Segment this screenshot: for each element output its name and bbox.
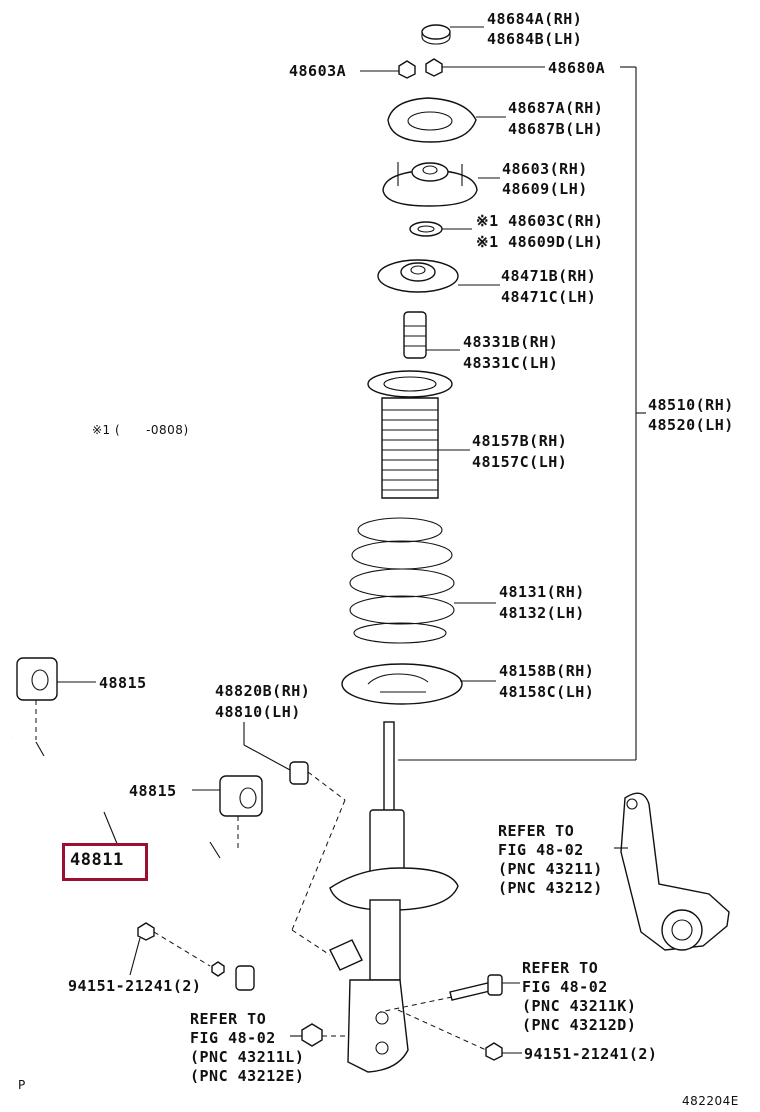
shock-absorber-part	[329, 721, 459, 1073]
ref-bolt-line3: (PNC 43211K)	[522, 997, 637, 1015]
dust-cap-part	[421, 24, 451, 45]
label-48609d: ※1 48609D(LH)	[476, 233, 604, 251]
label-48687b: 48687B(LH)	[508, 120, 604, 138]
label-48815-top: 48815	[99, 674, 147, 692]
assembly-bracket-line	[398, 66, 646, 761]
steering-knuckle-part	[620, 792, 730, 951]
label-48471b: 48471B(RH)	[501, 267, 597, 285]
ref-nut-line4: (PNC 43212E)	[190, 1067, 305, 1085]
highlight-box-48811	[62, 843, 148, 881]
bushing-part	[16, 657, 263, 817]
nut-part	[398, 58, 443, 79]
strut-mount-part	[382, 162, 478, 207]
label-48603a: 48603A	[289, 62, 347, 80]
label-48331c: 48331C(LH)	[463, 354, 559, 372]
label-48158c: 48158C(LH)	[499, 683, 595, 701]
ref-knuckle-line3: (PNC 43211)	[498, 860, 603, 878]
label-48684b: 48684B(LH)	[487, 30, 583, 48]
label-48684a: 48684A(RH)	[487, 10, 583, 28]
label-94151-left: 94151-21241(2)	[68, 977, 202, 995]
ref-knuckle-line1: REFER TO	[498, 822, 575, 840]
lock-nut-part	[137, 922, 503, 1061]
label-48680a: 48680A	[548, 59, 606, 77]
label-48810: 48810(LH)	[215, 703, 301, 721]
dust-boot-part	[367, 370, 453, 499]
ref-knuckle-line4: (PNC 43212)	[498, 879, 603, 897]
stabilizer-link-part	[235, 761, 309, 991]
label-48820b: 48820B(RH)	[215, 682, 311, 700]
label-48157c: 48157C(LH)	[472, 453, 568, 471]
support-plate-part	[387, 97, 477, 143]
label-48158b: 48158B(RH)	[499, 662, 595, 680]
ref-nut-line3: (PNC 43211L)	[190, 1048, 305, 1066]
stabilizer-bar-part	[7, 729, 242, 957]
bolt-part	[449, 974, 503, 1001]
label-48603c: ※1 48603C(RH)	[476, 212, 604, 230]
label-48132: 48132(LH)	[499, 604, 585, 622]
label-48157b: 48157B(RH)	[472, 432, 568, 450]
label-48815-mid: 48815	[129, 782, 177, 800]
label-94151-right: 94151-21241(2)	[524, 1045, 658, 1063]
label-48131: 48131(RH)	[499, 583, 585, 601]
label-48471c: 48471C(LH)	[501, 288, 597, 306]
spring-insulator-part	[341, 663, 463, 705]
label-48520: 48520(LH)	[648, 416, 734, 434]
bumper-stop-part	[403, 311, 427, 359]
label-48687a: 48687A(RH)	[508, 99, 604, 117]
ref-nut-line2: FIG 48-02	[190, 1029, 276, 1047]
spring-upper-seat-part	[377, 259, 459, 293]
ref-bolt-line2: FIG 48-02	[522, 978, 608, 996]
corner-letter: P	[18, 1078, 26, 1092]
label-48603: 48603(RH)	[502, 160, 588, 178]
label-48331b: 48331B(RH)	[463, 333, 559, 351]
coil-spring-part	[349, 517, 455, 644]
ref-knuckle-line2: FIG 48-02	[498, 841, 584, 859]
label-48510: 48510(RH)	[648, 396, 734, 414]
diagram-code: 482204E	[682, 1094, 739, 1108]
note-text: ※1 ( -0808)	[92, 423, 189, 437]
ref-bolt-line1: REFER TO	[522, 959, 599, 977]
label-48609: 48609(LH)	[502, 180, 588, 198]
ref-nut-line1: REFER TO	[190, 1010, 267, 1028]
label-48811[interactable]: 48811	[70, 850, 124, 870]
ref-bolt-line4: (PNC 43212D)	[522, 1016, 637, 1034]
bearing-part	[409, 221, 443, 237]
